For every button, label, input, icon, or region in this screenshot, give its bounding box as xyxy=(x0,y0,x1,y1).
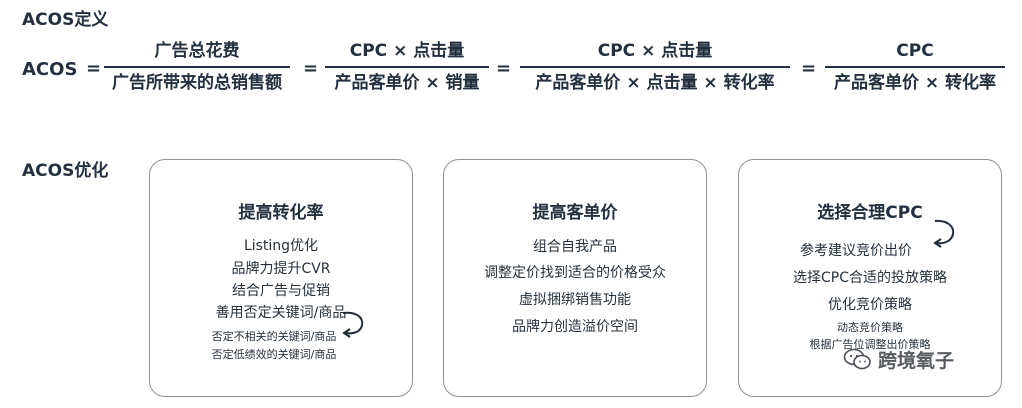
list-item: 善用否定关键词/商品 xyxy=(215,305,347,321)
list-item: 品牌力提升CVR xyxy=(231,261,331,277)
equals-sign-2: = xyxy=(303,58,319,79)
fraction-3-denominator: 产品客单价 × 点击量 × 转化率 xyxy=(535,73,775,93)
acos-definition-heading: ACOS定义 xyxy=(22,10,109,30)
acos-optimization-heading: ACOS优化 xyxy=(22,161,109,181)
list-item: 选择CPC合适的投放策略 xyxy=(793,270,947,286)
fraction-2-bar xyxy=(325,66,489,68)
fraction-3: CPC × 点击量 产品客单价 × 点击量 × 转化率 xyxy=(520,40,790,94)
fraction-3-bar xyxy=(520,66,790,68)
curved-arrow-icon xyxy=(342,311,364,338)
list-item: 优化竞价策略 xyxy=(828,297,912,313)
list-item: 调整定价找到适合的价格受众 xyxy=(484,265,666,281)
fraction-2: CPC × 点击量 产品客单价 × 销量 xyxy=(325,40,489,94)
fraction-4-bar xyxy=(825,66,1005,68)
fraction-1-denominator: 广告所带来的总销售额 xyxy=(112,73,282,93)
card-improve-conversion: 提高转化率 Listing优化 品牌力提升CVR 结合广告与促销 善用否定关键词… xyxy=(149,159,413,397)
card-title: 提高转化率 xyxy=(238,203,324,223)
fraction-2-numerator: CPC × 点击量 xyxy=(349,41,465,61)
fraction-1: 广告总花费 广告所带来的总销售额 xyxy=(104,40,290,94)
list-item: 结合广告与促销 xyxy=(232,283,330,299)
card-choose-cpc: 选择合理CPC 参考建议竞价出价 选择CPC合适的投放策略 优化竞价策略 动态竞… xyxy=(738,159,1002,397)
fraction-2-denominator: 产品客单价 × 销量 xyxy=(334,73,480,93)
list-item: Listing优化 xyxy=(243,238,319,254)
fraction-3-numerator: CPC × 点击量 xyxy=(597,41,713,61)
fraction-1-bar xyxy=(104,66,290,68)
fraction-4-numerator: CPC xyxy=(896,41,934,61)
fraction-4: CPC 产品客单价 × 转化率 xyxy=(825,40,1005,94)
wechat-logo-icon xyxy=(843,348,871,370)
sub-item: 否定不相关的关键词/商品 xyxy=(211,330,337,343)
sub-item: 根据广告位调整出价策略 xyxy=(809,338,931,351)
list-item: 组合自我产品 xyxy=(533,239,617,255)
list-item: 品牌力创造溢价空间 xyxy=(512,319,638,335)
curved-arrow-icon xyxy=(933,219,955,248)
list-item: 参考建议竞价出价 xyxy=(800,243,912,259)
card-title: 选择合理CPC xyxy=(817,203,923,223)
equals-sign-1: = xyxy=(86,58,102,79)
sub-item: 否定低绩效的关键词/商品 xyxy=(211,348,337,361)
card-increase-order-value: 提高客单价 组合自我产品 调整定价找到适合的价格受众 虚拟捆绑销售功能 品牌力创… xyxy=(443,159,707,397)
card-title: 提高客单价 xyxy=(532,203,618,223)
fraction-1-numerator: 广告总花费 xyxy=(154,41,240,61)
equals-sign-4: = xyxy=(801,58,817,79)
watermark-text: 跨境氧子 xyxy=(878,350,955,372)
equals-sign-3: = xyxy=(496,58,512,79)
acos-label: ACOS xyxy=(22,59,78,80)
list-item: 虚拟捆绑销售功能 xyxy=(519,292,631,308)
sub-item: 动态竞价策略 xyxy=(837,321,903,334)
fraction-4-denominator: 产品客单价 × 转化率 xyxy=(833,73,997,93)
